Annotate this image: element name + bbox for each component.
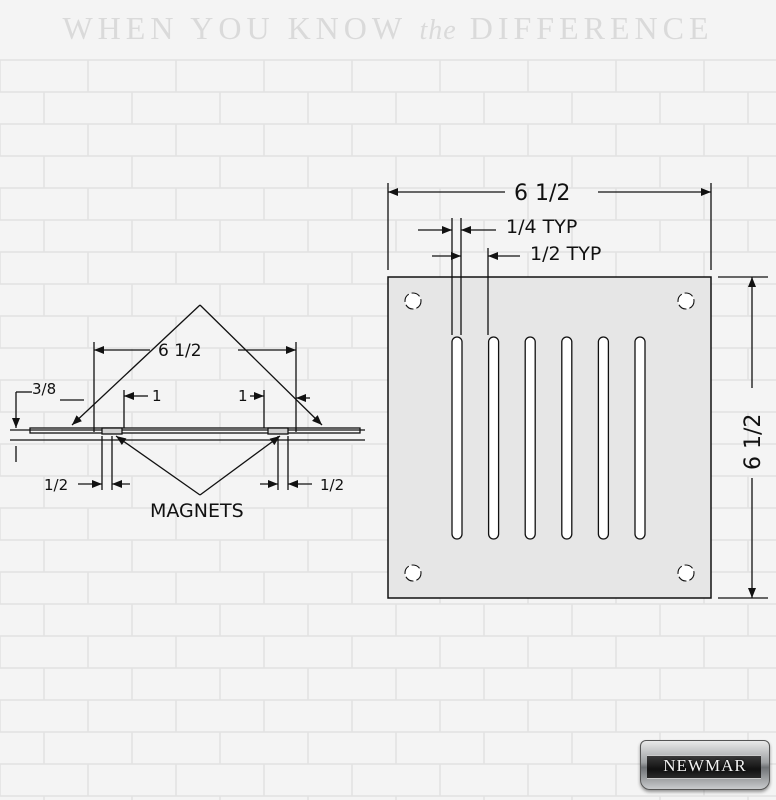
logo-band [647, 755, 761, 779]
vent-slot [524, 336, 536, 540]
side-view [10, 304, 365, 496]
vent-slot [597, 336, 610, 540]
slot-spacing-label: 1/2 TYP [530, 243, 601, 265]
front-height-label: 6 1/2 [741, 414, 766, 470]
side-right-inset-label: 1 [238, 387, 248, 405]
side-view-labels: 6 1/2 3/8 1 1 1/2 1/2 MAGNETS [32, 341, 344, 522]
vent-slot [561, 336, 573, 540]
vent-slot [451, 336, 463, 540]
screw-hole [677, 292, 695, 310]
newmar-logo: NEWMAR [640, 740, 770, 790]
magnets-label: MAGNETS [150, 500, 244, 522]
tagline-end: DIFFERENCE [469, 10, 714, 46]
front-width-label: 6 1/2 [514, 181, 570, 206]
side-thickness-label: 3/8 [32, 380, 56, 398]
vent-slot [634, 336, 646, 540]
screw-hole [404, 292, 422, 310]
slot-width-label: 1/4 TYP [506, 216, 577, 238]
screw-hole [404, 564, 422, 582]
front-view [387, 183, 768, 599]
right-magnet [267, 427, 289, 435]
left-magnet [101, 427, 123, 435]
front-screw-holes [404, 292, 695, 582]
tagline: WHEN YOU KNOW the DIFFERENCE [0, 10, 776, 47]
front-slots [451, 336, 646, 540]
logo-text: NEWMAR [663, 756, 747, 775]
side-left-inset-label: 1 [152, 387, 162, 405]
front-view-labels: 6 1/2 6 1/2 1/4 TYP 1/2 TYP [506, 181, 766, 470]
tagline-start: WHEN YOU KNOW [62, 10, 407, 46]
side-left-magnet-label: 1/2 [44, 476, 68, 494]
tagline-emphasis: the [419, 15, 457, 46]
screw-hole [677, 564, 695, 582]
front-panel [387, 276, 712, 599]
side-overall-width-label: 6 1/2 [158, 341, 202, 361]
vent-slot [487, 336, 500, 540]
side-right-magnet-label: 1/2 [320, 476, 344, 494]
